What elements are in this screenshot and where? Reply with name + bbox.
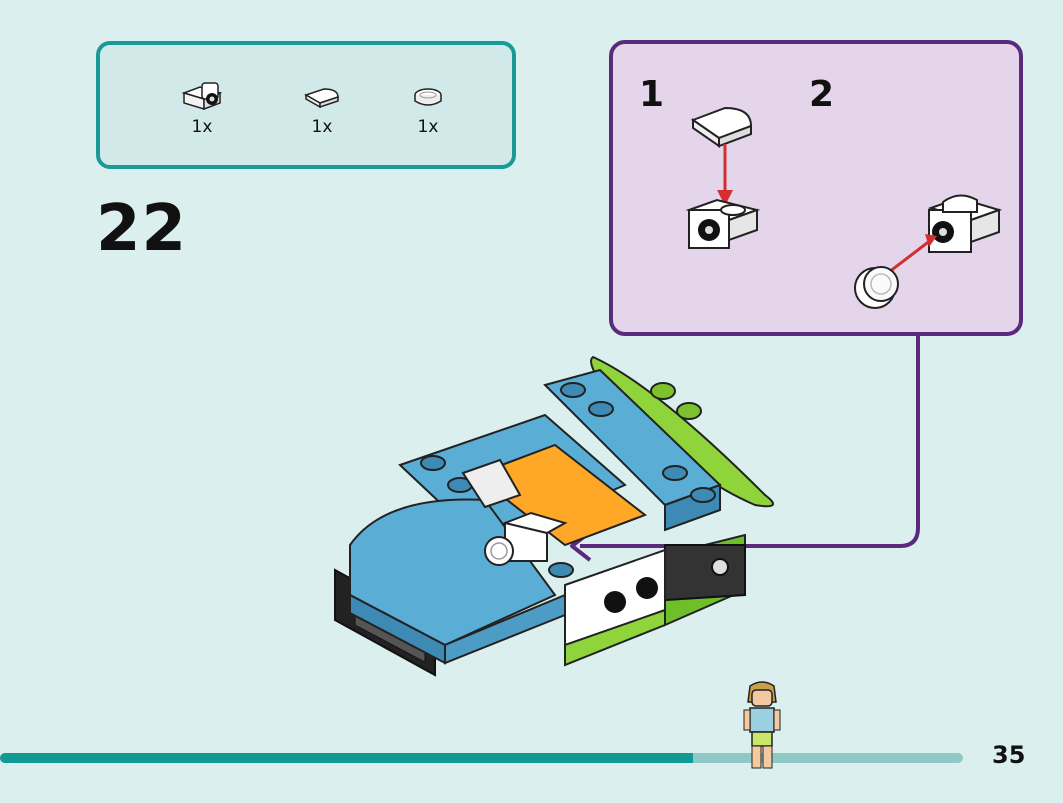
- bracket-piece-icon: [685, 198, 761, 249]
- round-plate-icon: [414, 88, 442, 106]
- substep-illustration: [685, 106, 1003, 309]
- parts-list-box: 1x 1x 1x: [96, 41, 516, 169]
- assembled-bracket-icon: [927, 194, 1003, 253]
- part-item-round-tile: 1x: [292, 79, 352, 137]
- progress-fill: [0, 753, 694, 763]
- bracket-piece-icon: [181, 82, 223, 111]
- part-quantity: 1x: [417, 117, 439, 137]
- wheel-assembly-right: [664, 544, 746, 602]
- progress-bar: [0, 753, 963, 763]
- arrow-diagonal-icon: [888, 234, 937, 274]
- arrow-down-icon: [717, 144, 733, 206]
- part-item-bracket: 1x: [172, 79, 232, 137]
- step-number: 22: [96, 192, 188, 266]
- minifigure-icon: [743, 681, 781, 769]
- car-body: [349, 368, 722, 665]
- part-item-round-plate: 1x: [398, 79, 458, 137]
- round-plate-icon: [854, 266, 899, 309]
- round-tile-icon: [690, 106, 753, 148]
- part-quantity: 1x: [311, 117, 333, 137]
- headlight-block: [564, 548, 666, 647]
- substep-label-1: 1: [639, 74, 665, 115]
- round-tile-icon: [304, 88, 339, 109]
- part-quantity: 1x: [191, 117, 213, 137]
- page-number: 35: [992, 741, 1026, 769]
- substep-callout-box: 1 2: [609, 40, 1023, 336]
- surfboard-piece: [590, 355, 774, 508]
- vehicle-model-illustration: [334, 355, 774, 677]
- new-bracket-piece: [484, 511, 568, 566]
- substep-label-2: 2: [809, 74, 835, 115]
